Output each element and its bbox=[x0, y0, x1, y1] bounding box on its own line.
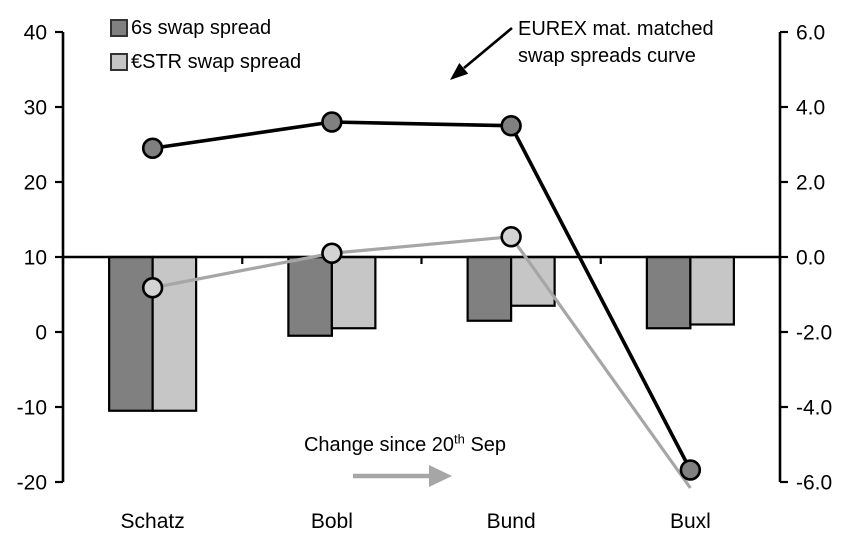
left-axis-label: 40 bbox=[24, 22, 47, 45]
bar-6s-change-bund bbox=[466, 255, 513, 322]
change-annotation: Change since 20th Sep bbox=[285, 431, 525, 457]
marker-6s-curve-bund bbox=[500, 115, 522, 137]
line-6s-curve bbox=[152, 120, 692, 471]
left-axis-label: 10 bbox=[24, 247, 47, 270]
bar-estr-change-bobl bbox=[330, 255, 377, 330]
right-axis-label: 2.0 bbox=[796, 172, 825, 195]
left-axis-label: -10 bbox=[17, 397, 47, 420]
legend-swatch-6s-icon bbox=[110, 19, 128, 37]
left-axis-label: 20 bbox=[24, 172, 47, 195]
right-axis-label: -2.0 bbox=[796, 322, 832, 345]
category-label-bund: Bund bbox=[487, 510, 536, 533]
right-axis-label: 4.0 bbox=[796, 97, 825, 120]
bar-estr-change-bund bbox=[510, 255, 556, 307]
legend-label-6s: 6s swap spread bbox=[131, 17, 272, 39]
legend: 6s swap spread €STR swap spread bbox=[110, 16, 301, 74]
legend-item-6s: 6s swap spread bbox=[110, 16, 301, 40]
bar-6s-change-bobl bbox=[287, 255, 333, 337]
category-label-buxl: Buxl bbox=[670, 510, 711, 533]
change-annotation-prefix: Change since 20 bbox=[303, 434, 455, 456]
right-axis-label: 6.0 bbox=[796, 22, 825, 45]
legend-item-estr: €STR swap spread bbox=[110, 50, 301, 74]
left-axis-label: -20 bbox=[17, 472, 47, 495]
marker-6s-curve-buxl bbox=[679, 459, 702, 481]
left-axis-label: 30 bbox=[24, 97, 47, 120]
category-label-bobl: Bobl bbox=[311, 510, 353, 533]
legend-label-estr: €STR swap spread bbox=[131, 51, 302, 73]
bar-estr-change-buxl bbox=[689, 255, 735, 326]
right-axis-label: -4.0 bbox=[796, 397, 832, 420]
eurex-annotation: EUREX mat. matched swap spreads curve bbox=[518, 16, 714, 70]
line-estr-curve bbox=[152, 235, 692, 489]
marker-estr-curve-schatz bbox=[141, 277, 164, 299]
right-axis-label: -6.0 bbox=[796, 472, 832, 495]
marker-estr-curve-bund bbox=[500, 226, 522, 248]
marker-6s-curve-bobl bbox=[321, 111, 343, 133]
marker-6s-curve-schatz bbox=[141, 137, 164, 159]
change-arrowhead-icon bbox=[429, 465, 452, 487]
legend-swatch-estr-icon bbox=[110, 53, 128, 71]
eurex-arrow-icon bbox=[463, 27, 513, 69]
change-annotation-sup: th bbox=[454, 431, 465, 447]
bar-6s-change-buxl bbox=[645, 255, 692, 330]
eurex-arrowhead-icon bbox=[450, 63, 469, 80]
change-annotation-suffix: Sep bbox=[464, 434, 507, 456]
eurex-annotation-line2: swap spreads curve bbox=[518, 45, 696, 67]
left-axis-label: 0 bbox=[35, 322, 47, 345]
category-label-schatz: Schatz bbox=[121, 510, 185, 533]
eurex-annotation-line1: EUREX mat. matched bbox=[518, 18, 714, 40]
right-axis-label: 0.0 bbox=[796, 247, 825, 270]
marker-estr-curve-bobl bbox=[321, 242, 343, 264]
